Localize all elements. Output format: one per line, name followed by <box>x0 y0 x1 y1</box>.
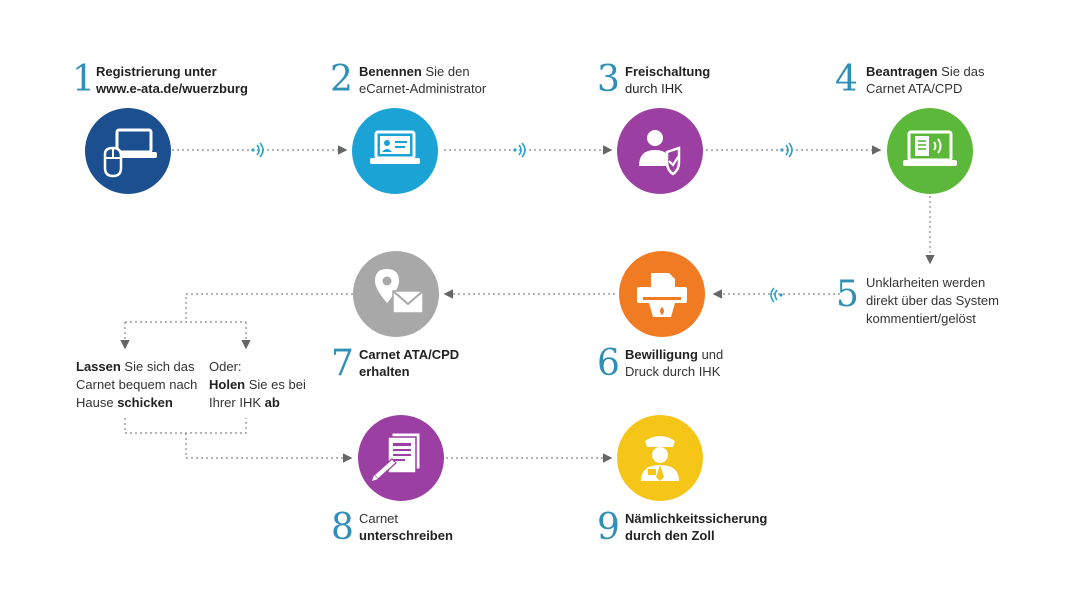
step-6-circle <box>619 251 705 337</box>
step-4-circle <box>887 108 973 194</box>
step-number: 5 <box>836 274 859 315</box>
step-6-label: Bewilligung und Druck durch IHK <box>625 347 724 379</box>
step-1-circle <box>85 108 171 194</box>
step-2-circle <box>352 108 438 194</box>
step-number: 1 <box>72 59 95 100</box>
laptop-mouse-icon <box>103 128 157 178</box>
step-5-label: Unklarheiten werden direkt über das Syst… <box>866 275 999 326</box>
step-8-circle <box>358 415 444 501</box>
step-number: 3 <box>597 59 620 100</box>
option-pickup-ihk: Oder: Holen Sie es bei Ihrer IHK ab <box>209 359 306 410</box>
step-7-circle <box>353 251 439 337</box>
step-9-circle <box>617 415 703 501</box>
wifi-icon <box>513 142 526 158</box>
step-2-label: Benennen Sie den eCarnet-Administrator <box>359 64 487 96</box>
step-1-label: Registrierung unter www.e-ata.de/wuerzbu… <box>96 64 248 96</box>
laptop-user-icon <box>370 130 420 164</box>
wifi-icon <box>780 142 793 158</box>
step-4-label: Beantragen Sie das Carnet ATA/CPD <box>866 64 985 96</box>
printer-icon <box>637 273 687 317</box>
step-number: 2 <box>330 59 353 100</box>
step-number: 9 <box>597 507 620 548</box>
user-shield-icon <box>639 130 681 176</box>
laptop-document-icon <box>903 130 957 166</box>
document-pen-icon <box>372 432 421 481</box>
step-number: 6 <box>597 343 620 384</box>
step-3-label: Freischaltung durch IHK <box>625 64 711 96</box>
step-number: 8 <box>331 507 354 548</box>
location-mail-icon <box>375 269 424 314</box>
step-9-label: Nämlichkeitssicherung durch den Zoll <box>625 511 768 543</box>
step-number: 4 <box>835 59 858 100</box>
step-7-label: Carnet ATA/CPD erhalten <box>359 347 460 379</box>
arrow-7-options <box>185 293 353 322</box>
wifi-icon <box>251 142 264 158</box>
step-8-label: Carnet unterschreiben <box>359 511 453 543</box>
wifi-icon <box>770 287 783 303</box>
option-send-home: Lassen Sie sich das Carnet bequem nach H… <box>76 359 198 410</box>
step-number: 7 <box>331 343 354 384</box>
step-3-circle <box>617 108 703 194</box>
arrow-options-8 <box>185 433 353 463</box>
customs-officer-icon <box>641 436 679 481</box>
